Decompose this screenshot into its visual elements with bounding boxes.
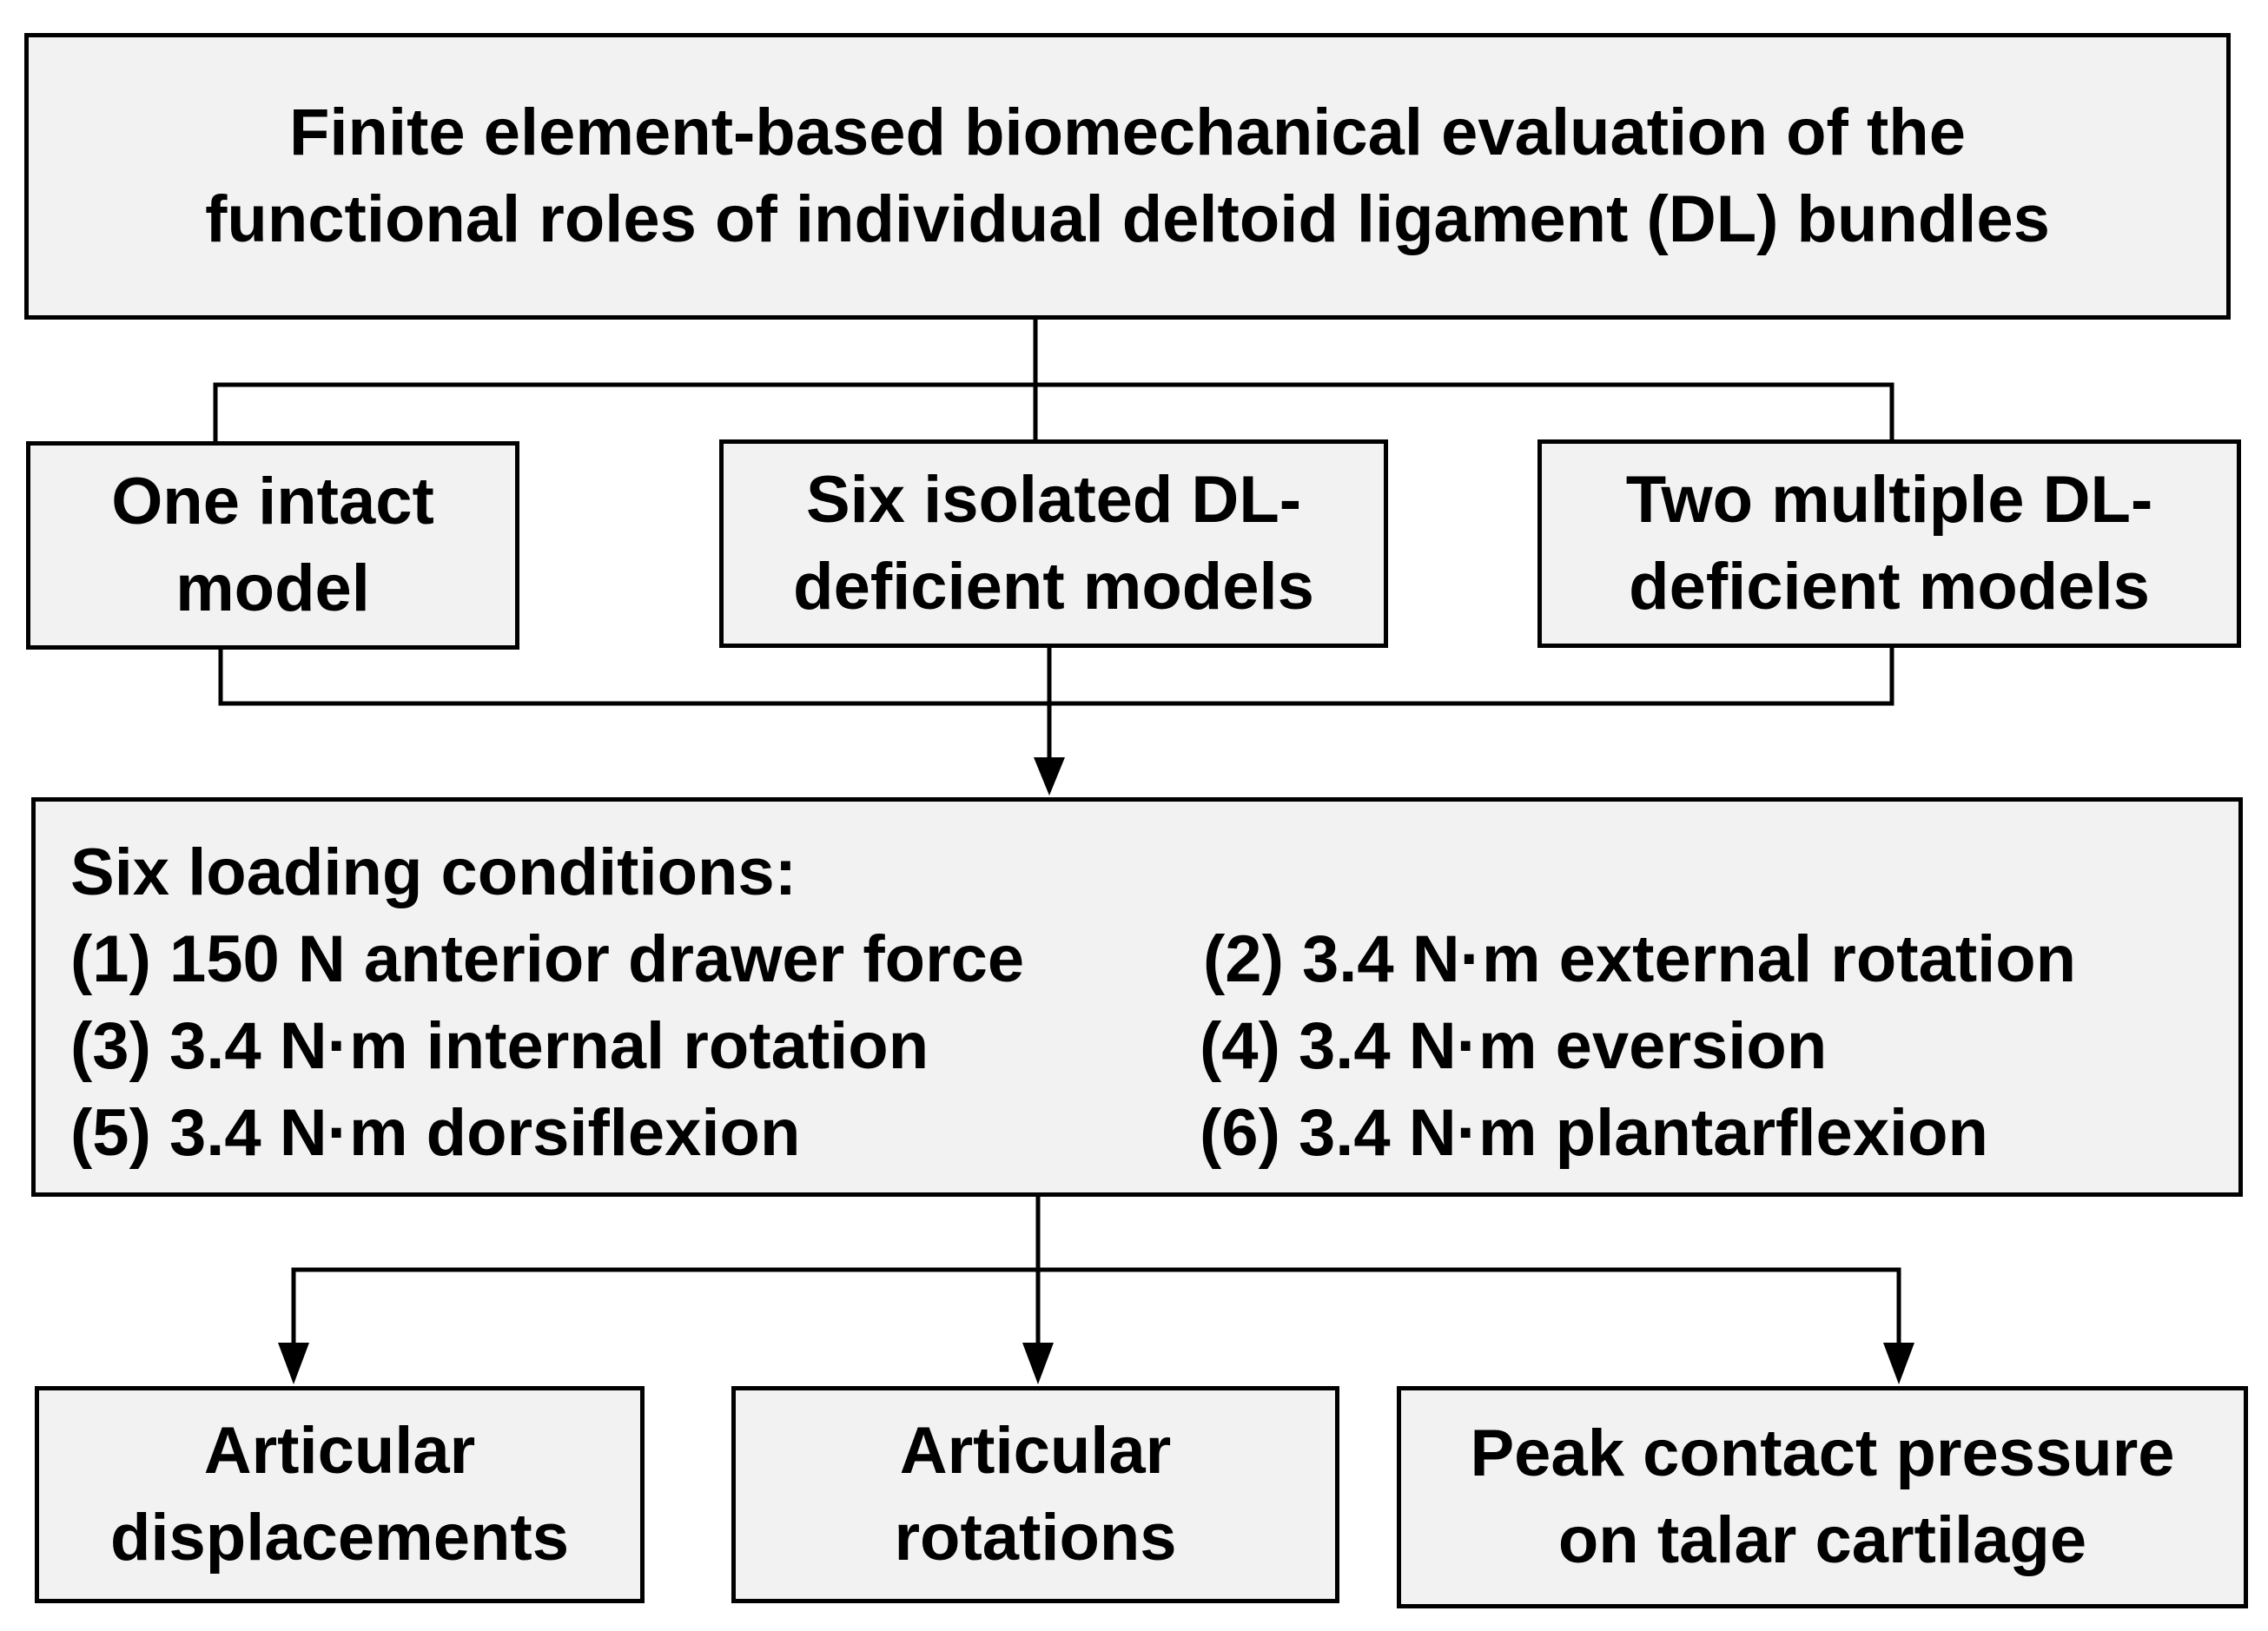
outcome-displacements-line-1: Articular [203,1414,476,1488]
model-isolated-box: Six isolated DL- deficient models [719,439,1388,648]
outcome-rotations-line-2: rotations [894,1501,1177,1575]
model-intact-box: One intact model [26,441,519,650]
loading-condition-6: (6) 3.4 N·m plantarflexion [1200,1096,1988,1170]
model-isolated-line-1: Six isolated DL- [805,463,1302,537]
model-intact-line-1: One intact [111,465,434,538]
loading-condition-4: (4) 3.4 N·m eversion [1200,1009,1828,1083]
loading-conditions-box: Six loading conditions: (1) 150 N anteri… [31,797,2243,1197]
outcome-pressure-line-2: on talar cartilage [1557,1503,2087,1577]
outcome-rotations-line-1: Articular [899,1414,1172,1488]
arrowhead-to-displacements [278,1343,309,1384]
title-line-1: Finite element-based biomechanical evalu… [289,96,1966,169]
arrowhead-to-loading [1034,757,1065,796]
model-multiple-line-1: Two multiple DL- [1625,463,2153,537]
outcome-pressure-line-1: Peak contact pressure [1470,1416,2175,1490]
model-multiple-box: Two multiple DL- deficient models [1537,439,2241,648]
arrowhead-to-rotations [1022,1343,1054,1384]
model-intact-line-2: model [175,551,370,625]
loading-condition-5: (5) 3.4 N·m dorsiflexion [70,1096,801,1170]
loading-condition-1: (1) 150 N anterior drawer force [70,922,1025,996]
outcome-pressure-box: Peak contact pressure on talar cartilage [1397,1386,2248,1608]
title-line-2: functional roles of individual deltoid l… [205,182,2050,256]
title-box: Finite element-based biomechanical evalu… [24,33,2231,320]
loading-condition-3: (3) 3.4 N·m internal rotation [70,1009,929,1083]
model-multiple-line-2: deficient models [1629,550,2150,624]
arrowhead-to-pressure [1883,1343,1914,1384]
outcome-rotations-box: Articular rotations [731,1386,1339,1603]
model-isolated-line-2: deficient models [793,550,1314,624]
outcome-displacements-line-2: displacements [110,1501,569,1575]
loading-condition-2: (2) 3.4 N·m external rotation [1203,922,2077,996]
outcome-displacements-box: Articular displacements [35,1386,645,1603]
loading-conditions-heading: Six loading conditions: [70,835,797,909]
